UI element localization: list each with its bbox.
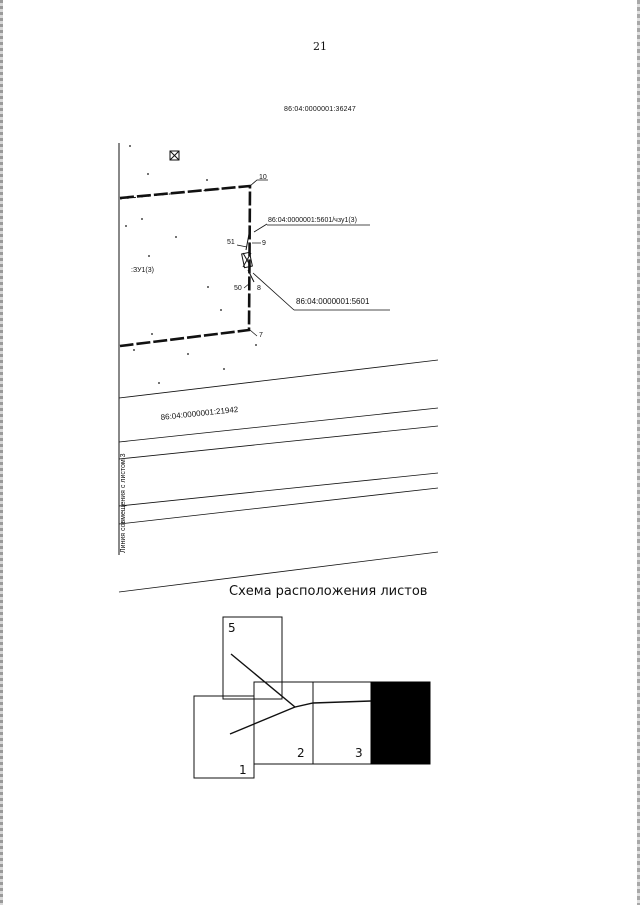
scan-edge-right xyxy=(637,0,640,905)
sheet-label-3: 3 xyxy=(355,746,363,760)
road-parcel-label: 86:04:0000001:21942 xyxy=(160,405,239,422)
parcel-label: :ЗУ1(3) xyxy=(131,267,154,274)
scan-edge-left xyxy=(0,0,3,905)
header-cadastral-number: 86:04:0000001:36247 xyxy=(284,106,356,113)
scheme-title: Схема расположения листов xyxy=(229,584,427,599)
page-number: 21 xyxy=(313,40,327,53)
structure-symbol xyxy=(241,233,255,283)
callout-top-label: 86:04:0000001:5601/чзу1(3) xyxy=(268,217,357,224)
sheet-label-1: 1 xyxy=(239,763,247,777)
sheet-current-fill xyxy=(370,681,431,765)
dotted-boundary xyxy=(119,185,251,200)
geodetic-marker-icon xyxy=(169,150,180,161)
point-label-10: 10 xyxy=(259,174,267,181)
road-lines xyxy=(118,359,439,593)
sheet-label-5: 5 xyxy=(228,621,236,635)
parcel-boundary xyxy=(119,184,252,348)
point-label-8: 8 xyxy=(257,285,261,292)
leader-point-10 xyxy=(249,179,268,187)
match-line-label: Линия совмещения с листом 3 xyxy=(120,453,127,553)
scheme-branch-line xyxy=(229,706,296,735)
callout-bottom-label: 86:04:0000001:5601 xyxy=(296,297,370,306)
scheme-route-line xyxy=(230,653,372,708)
point-label-9: 9 xyxy=(262,240,266,247)
survey-points xyxy=(125,145,257,384)
point-label-50: 50 xyxy=(234,285,242,292)
sheet-5-frame xyxy=(222,616,283,700)
point-label-51: 51 xyxy=(227,239,235,246)
sheet-label-2: 2 xyxy=(297,746,305,760)
point-label-7: 7 xyxy=(259,332,263,339)
sheet-layout-scheme xyxy=(193,616,431,779)
sheet-3-frame xyxy=(312,681,373,765)
